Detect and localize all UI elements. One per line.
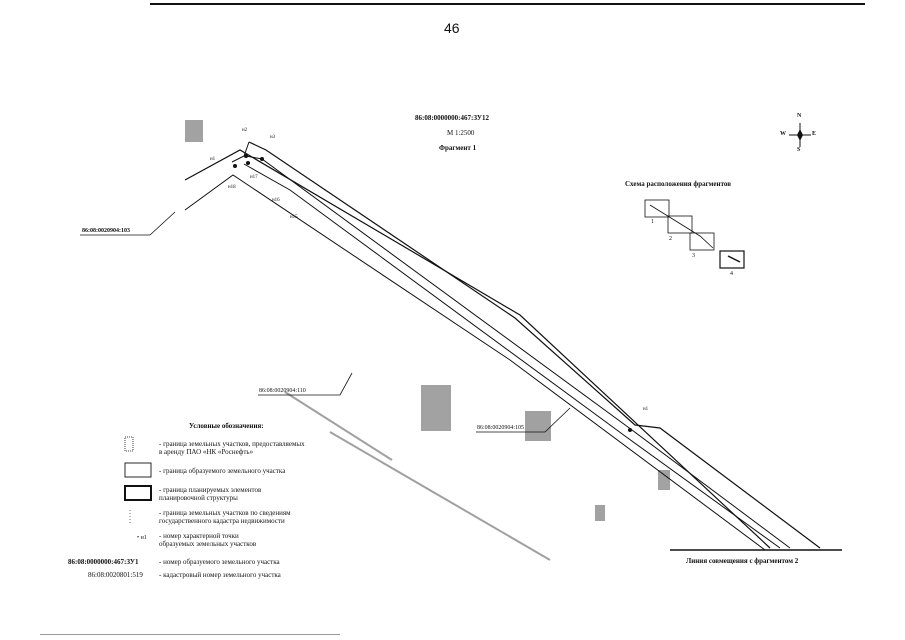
road-trace [284,391,551,561]
legend-symbols [124,436,152,524]
point-label-n2: н2 [242,128,248,133]
scheme-title: Схема расположения фрагментов [625,180,732,188]
leader-105 [544,407,571,433]
photo-traces [185,120,670,521]
parcel-label-105: 86:08:0020904:105 [477,425,525,431]
match-line-label: Линия совмещения с фрагментом 2 [686,557,799,565]
compass-west: W [780,131,786,137]
point-label-n17: н17 [250,175,258,180]
fragment-scheme [644,199,745,269]
parcel-code-title: 86:08:0000000:467:ЗУ12 [415,114,489,122]
parcel-label-103: 86:08:0020904:103 [82,228,130,234]
legend-symbol-formed-parcel: 86:08:0000000:467:ЗУ1 [68,558,139,566]
parcel-label-110: 86:08:0020904:110 [259,388,306,394]
legend-item-formed-boundary: - граница образуемого земельного участка [159,467,286,475]
legend-item-point-number: - номер характерной точки образуемых зем… [159,532,257,548]
compass-rose-icon: N S W E [780,113,820,156]
scale-label: М 1:2500 [447,129,475,137]
scheme-box-1: 1 [651,219,654,225]
scheme-box-2: 2 [669,236,672,242]
legend-item-cadastre-boundary: - граница земельных участков по сведения… [159,509,291,525]
legend-item-formed-parcel: - номер образуемого земельного участка [159,558,280,566]
legend-title: Условные обозначения: [189,422,264,430]
legend-symbol-point: • н1 [137,535,147,541]
corridor-outer-right [248,141,821,549]
legend-item-cadastral: - кадастровый номер земельного участка [159,571,281,579]
leader-110 [339,372,353,396]
scheme-box-4: 4 [730,271,733,277]
compass-north: N [797,113,802,119]
legend-symbol-cadastral: 86:08:0020801:519 [88,571,143,579]
compass-east: E [812,131,817,137]
scheme-box-3: 3 [692,253,695,259]
point-label-n18: н18 [228,185,236,190]
point-markers [233,154,632,432]
point-label-n16: н16 [272,198,280,203]
compass-south: S [797,147,801,153]
corridor-inner-b [243,163,781,549]
corridor-outer-left-2 [184,174,766,551]
page-number: 46 [444,20,460,36]
point-label-n1: н1 [210,157,216,162]
corridor-outer-left [184,149,771,549]
point-label-n3: н3 [270,135,276,140]
legend-item-lease-boundary: - граница земельных участков, предоставл… [159,440,305,456]
bottom-rule [40,634,340,635]
legend-item-planned-elements: - граница планируемых элементов планиров… [159,486,262,502]
point-label-n15: н15 [290,215,298,220]
point-label-n1-right: н1 [643,407,649,412]
leader-103 [149,211,176,236]
fragment-label: Фрагмент 1 [439,144,477,152]
top-bend [231,141,250,163]
corridor-inner-a [245,155,791,549]
top-rule [150,3,865,5]
